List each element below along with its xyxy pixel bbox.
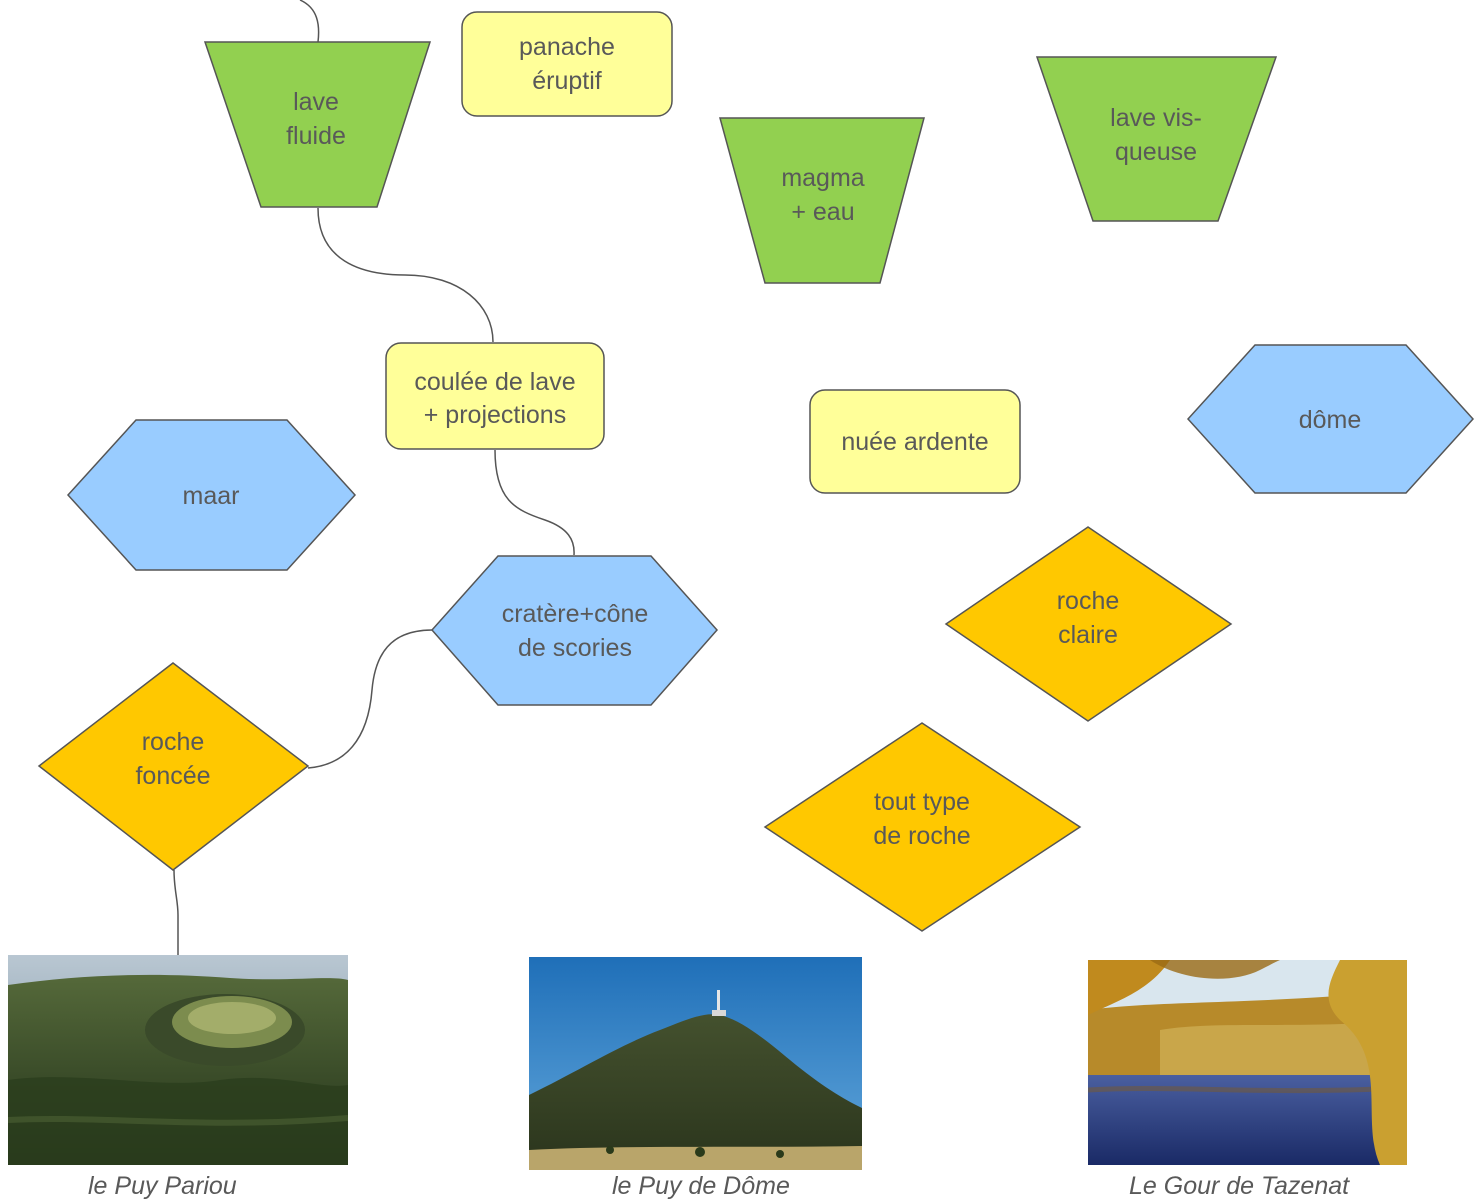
caption-gour-de-tazenat: Le Gour de Tazenat bbox=[1129, 1172, 1350, 1200]
node-cratere-line-1: cratère+cône bbox=[502, 600, 649, 628]
caption-puy-pariou: le Puy Pariou bbox=[88, 1172, 237, 1200]
node-lave-visqueuse: lave vis- queuse bbox=[1035, 56, 1278, 222]
node-tout-type-de-roche: tout type de roche bbox=[763, 722, 1082, 932]
caption-puy-de-dome: le Puy de Dôme bbox=[612, 1172, 790, 1200]
node-panache-line-1: panache bbox=[519, 33, 615, 61]
node-roche-claire: roche claire bbox=[944, 526, 1233, 722]
connector-lave-fluide-to-coulee bbox=[317, 207, 494, 343]
connector-top-to-lave-fluide bbox=[299, 0, 320, 43]
node-lave-fluide-line-2: fluide bbox=[286, 122, 346, 150]
connector-coulee-to-cratere bbox=[494, 449, 575, 556]
node-roche-foncee: roche foncée bbox=[37, 662, 310, 871]
node-dome-line-1: dôme bbox=[1299, 406, 1362, 434]
node-roche-claire-line-2: claire bbox=[1058, 621, 1118, 649]
node-cratere-cone: cratère+cône de scories bbox=[430, 555, 719, 706]
node-magma-eau: magma + eau bbox=[719, 117, 925, 284]
node-dome: dôme bbox=[1186, 344, 1475, 494]
connector-cratere-to-roche-foncee bbox=[307, 629, 433, 769]
node-coulee-de-lave: coulée de lave + projections bbox=[385, 342, 605, 450]
node-coulee-line-2: + projections bbox=[424, 401, 566, 429]
node-magma-eau-line-1: magma bbox=[781, 164, 864, 192]
node-panache-eruptif: panache éruptif bbox=[461, 11, 673, 117]
node-panache-line-2: éruptif bbox=[532, 67, 602, 95]
photo-puy-pariou bbox=[8, 955, 348, 1165]
node-lave-visqueuse-line-2: queuse bbox=[1115, 138, 1197, 166]
node-roche-claire-line-1: roche bbox=[1057, 587, 1120, 615]
node-tout-type-line-1: tout type bbox=[874, 788, 970, 816]
node-tout-type-line-2: de roche bbox=[873, 822, 970, 850]
node-roche-foncee-line-1: roche bbox=[142, 728, 205, 756]
node-cratere-line-2: de scories bbox=[518, 634, 632, 662]
node-maar-line-1: maar bbox=[183, 482, 240, 510]
node-nuee-ardente: nuée ardente bbox=[809, 389, 1021, 494]
connector-roche-foncee-to-photo bbox=[173, 869, 179, 956]
node-maar: maar bbox=[66, 419, 357, 571]
node-lave-visqueuse-line-1: lave vis- bbox=[1110, 104, 1202, 132]
node-roche-foncee-line-2: foncée bbox=[135, 762, 210, 790]
photo-puy-de-dome bbox=[529, 957, 862, 1170]
node-nuee-line-1: nuée ardente bbox=[841, 428, 988, 456]
photo-gour-de-tazenat bbox=[1088, 960, 1407, 1165]
node-coulee-line-1: coulée de lave bbox=[414, 368, 575, 396]
node-magma-eau-line-2: + eau bbox=[791, 198, 854, 226]
node-lave-fluide-line-1: lave bbox=[293, 88, 339, 116]
node-lave-fluide: lave fluide bbox=[203, 41, 432, 208]
